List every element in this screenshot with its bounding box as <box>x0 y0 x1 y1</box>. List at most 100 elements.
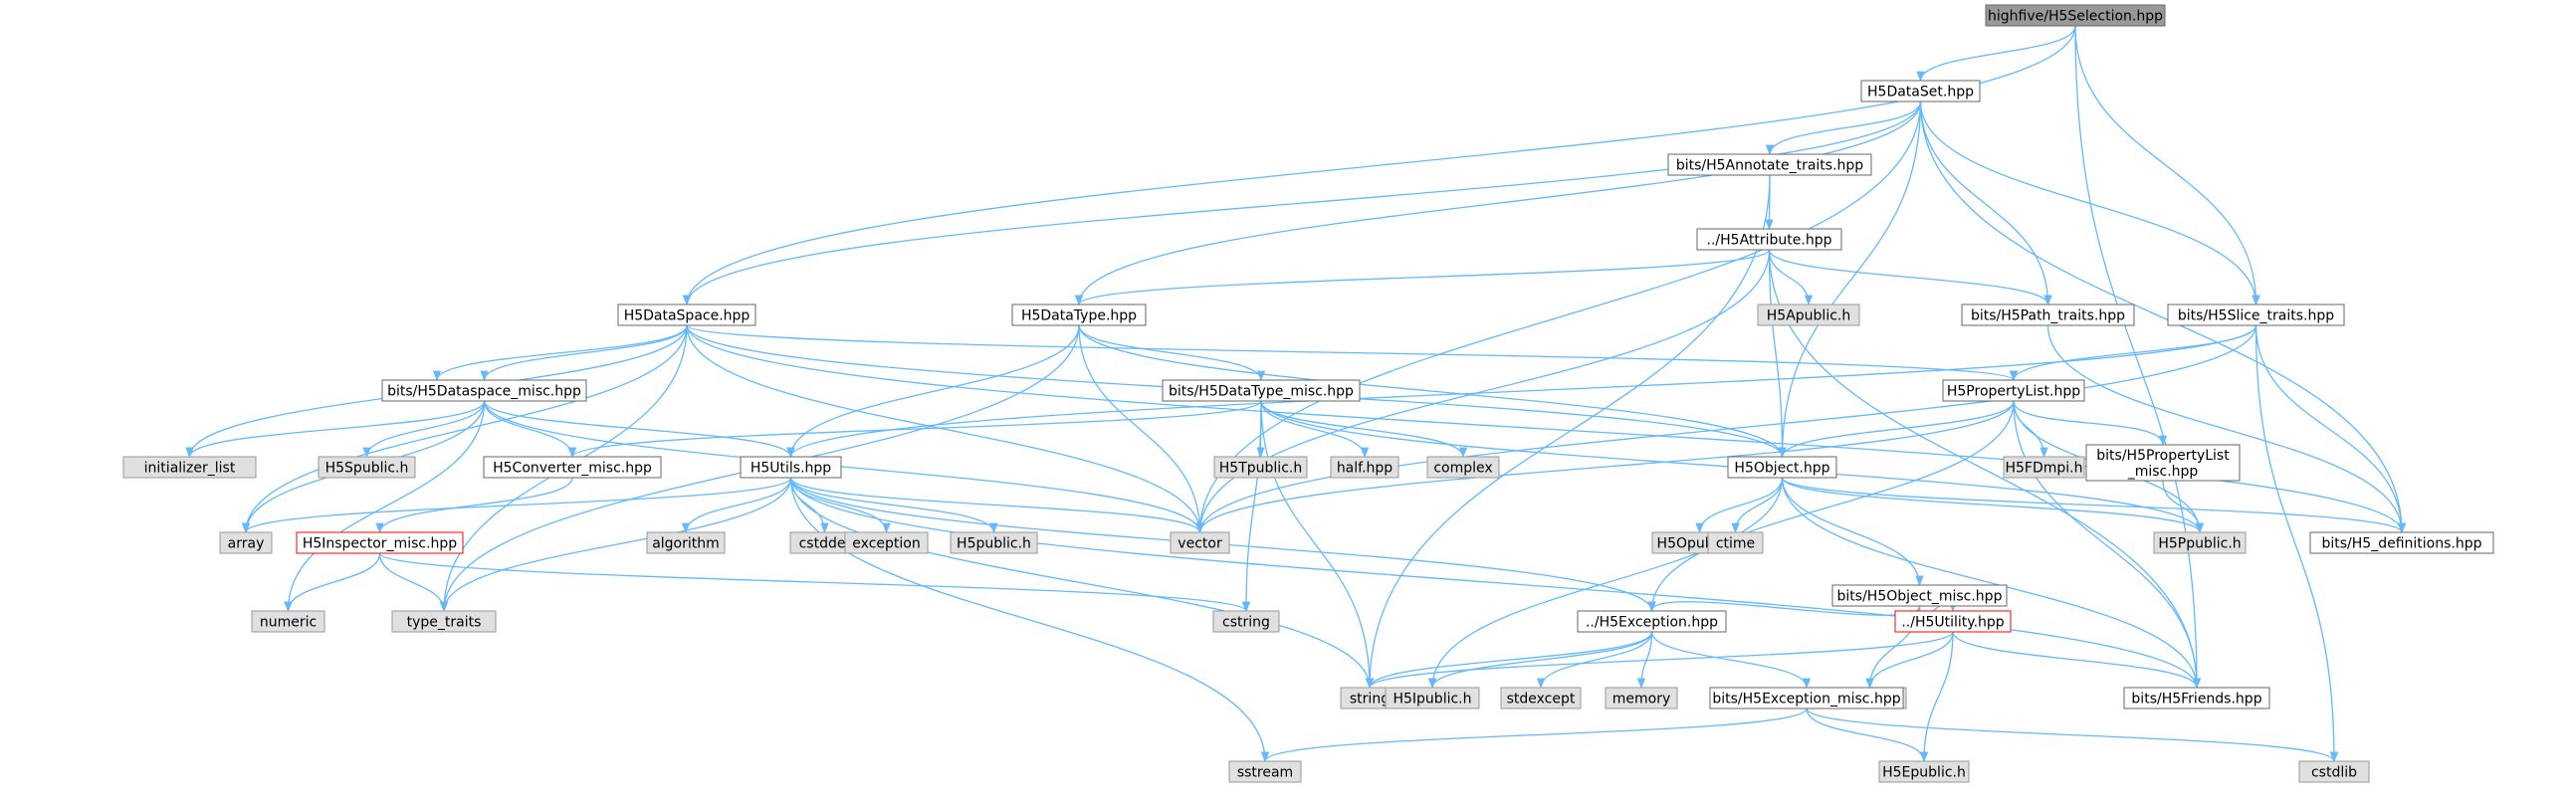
node-box-algorithm <box>646 531 726 554</box>
node-exc[interactable]: ../H5Exception.hpp <box>1577 610 1727 633</box>
node-string: string <box>1340 687 1399 709</box>
edge-proplist-to-object <box>1778 400 2015 459</box>
node-cstdlib: cstdlib <box>2298 760 2370 783</box>
node-dtmisc[interactable]: bits/H5DataType_misc.hpp <box>1162 379 1361 402</box>
node-object[interactable]: H5Object.hpp <box>1727 456 1837 479</box>
node-box-inspmisc <box>296 531 464 554</box>
edge-inspmisc-to-numeric <box>284 552 381 613</box>
edge-selection-to-slicetraits <box>2074 25 2260 306</box>
node-box-objmisc <box>1831 584 2008 607</box>
node-slicetraits[interactable]: bits/H5Slice_traits.hpp <box>2167 303 2345 326</box>
node-box-friends <box>2123 687 2270 709</box>
node-complex: complex <box>1426 456 1500 479</box>
node-box-exc <box>1577 610 1727 633</box>
node-box-h5public <box>950 531 1038 554</box>
edge-slicetraits-to-defs <box>2254 324 2407 534</box>
node-h5public: H5public.h <box>950 531 1038 554</box>
node-attribute[interactable]: ../H5Attribute.hpp <box>1696 228 1842 251</box>
node-pathtraits[interactable]: bits/H5Path_traits.hpp <box>1961 303 2135 326</box>
edge-proplist-to-friends <box>2013 400 2202 690</box>
edge-utils-to-typetraits <box>439 477 792 613</box>
node-dspmisc[interactable]: bits/H5Dataspace_misc.hpp <box>381 379 587 402</box>
node-box-attribute <box>1696 228 1842 251</box>
node-proplist[interactable]: H5PropertyList.hpp <box>1942 379 2085 402</box>
edge-object-to-h5ppublic <box>1781 477 2205 534</box>
node-label-cstring: cstring <box>1222 615 1270 631</box>
node-dataset[interactable]: H5DataSet.hpp <box>1860 80 1981 102</box>
node-convmisc[interactable]: H5Converter_misc.hpp <box>483 456 662 479</box>
node-vector: vector <box>1170 531 1230 554</box>
edge-excmisc-to-sstream <box>1261 707 1808 763</box>
edge-datatype-to-vector <box>1078 324 1204 534</box>
node-box-pathtraits <box>1961 303 2135 326</box>
edge-exc-to-memory <box>1636 631 1653 690</box>
node-box-selection <box>1985 4 2166 27</box>
node-selection[interactable]: highfive/H5Selection.hpp <box>1985 4 2166 27</box>
node-box-h5ppublic <box>2153 531 2247 554</box>
node-box-h5apublic <box>1757 303 1860 326</box>
node-label-slicetraits: bits/H5Slice_traits.hpp <box>2178 308 2334 324</box>
node-memory: memory <box>1605 687 1678 709</box>
edge-datatype-to-utils <box>786 324 1080 459</box>
node-h5tpublic: H5Tpublic.h <box>1213 456 1308 479</box>
node-utility[interactable]: ../H5Utility.hpp <box>1894 610 2012 633</box>
node-box-memory <box>1605 687 1678 709</box>
node-label-initlist: initializer_list <box>144 461 236 477</box>
node-label-defs: bits/H5_definitions.hpp <box>2322 536 2482 552</box>
node-initlist: initializer_list <box>122 456 257 479</box>
edge-attribute-to-vector <box>1195 249 1771 534</box>
edge-object-to-objmisc <box>1781 477 1924 587</box>
edge-dataset-to-dataspace <box>682 101 1922 306</box>
node-box-excmisc <box>1709 687 1904 709</box>
edge-utils-to-algorithm <box>681 477 792 534</box>
node-excmisc[interactable]: bits/H5Exception_misc.hpp <box>1709 687 1904 709</box>
node-half: half.hpp <box>1330 456 1399 479</box>
edge-plmisc-to-h5ppublic <box>2162 480 2205 534</box>
node-label-ctime: ctime <box>1716 536 1755 552</box>
node-label-h5spublic: H5Spublic.h <box>325 461 409 477</box>
node-label-object: H5Object.hpp <box>1734 461 1829 477</box>
node-plmisc[interactable]: bits/H5PropertyList_misc.hpp <box>2085 444 2241 482</box>
node-box-convmisc <box>483 456 662 479</box>
node-defs[interactable]: bits/H5_definitions.hpp <box>2309 531 2494 554</box>
node-objmisc[interactable]: bits/H5Object_misc.hpp <box>1831 584 2008 607</box>
edge-utils-to-h5public <box>789 477 998 534</box>
graph-edges <box>185 25 2407 763</box>
node-box-dspmisc <box>381 379 587 402</box>
node-dataspace[interactable]: H5DataSpace.hpp <box>617 303 756 326</box>
node-label-dataspace: H5DataSpace.hpp <box>624 308 751 324</box>
node-box-cstdlib <box>2298 760 2370 783</box>
node-label-friends: bits/H5Friends.hpp <box>2131 692 2261 707</box>
edge-slicetraits-to-cstdlib <box>2254 324 2339 763</box>
node-box-ctime <box>1707 531 1764 554</box>
edge-datatype-to-object <box>1078 324 1787 459</box>
node-label-datatype: H5DataType.hpp <box>1021 308 1137 324</box>
node-utils[interactable]: H5Utils.hpp <box>740 456 842 479</box>
edge-attribute-to-pathtraits <box>1768 249 2052 306</box>
node-label-plmisc-1: _misc.hpp <box>2127 464 2199 480</box>
node-typetraits: type_traits <box>391 610 497 633</box>
node-label-excmisc: bits/H5Exception_misc.hpp <box>1712 692 1900 707</box>
node-friends[interactable]: bits/H5Friends.hpp <box>2123 687 2270 709</box>
node-label-cstdlib: cstdlib <box>2311 765 2357 781</box>
node-box-initlist <box>122 456 257 479</box>
node-label-h5ipublic: H5Ipublic.h <box>1393 692 1471 707</box>
node-datatype[interactable]: H5DataType.hpp <box>1011 303 1147 326</box>
node-box-object <box>1727 456 1837 479</box>
node-label-h5tpublic: H5Tpublic.h <box>1219 461 1302 477</box>
node-label-algorithm: algorithm <box>652 536 720 552</box>
edge-object-to-h5ipublic <box>1427 477 1784 690</box>
node-box-utils <box>740 456 842 479</box>
node-box-proplist <box>1942 379 2085 402</box>
node-label-array: array <box>228 536 265 552</box>
edge-utility-to-string <box>1366 631 1954 690</box>
node-ctime: ctime <box>1707 531 1764 554</box>
node-inspmisc[interactable]: H5Inspector_misc.hpp <box>296 531 464 554</box>
node-array: array <box>219 531 273 554</box>
edge-dataset-to-vector <box>1195 101 1922 534</box>
node-annotate[interactable]: bits/H5Annotate_traits.hpp <box>1667 153 1872 176</box>
node-box-annotate <box>1667 153 1872 176</box>
edge-object-to-h5opublic <box>1695 477 1784 534</box>
edge-slicetraits-to-proplist <box>2009 324 2257 382</box>
